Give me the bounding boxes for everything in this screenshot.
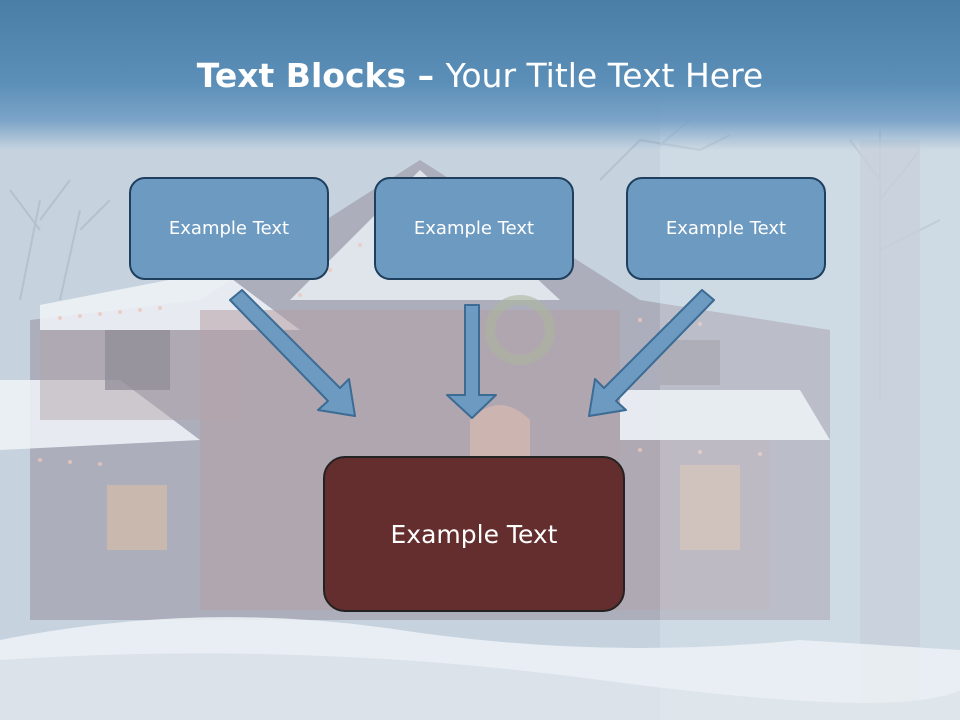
text-block-left-label: Example Text: [168, 218, 290, 239]
title-band: [0, 0, 960, 150]
text-block-right[interactable]: Example Text: [626, 177, 826, 280]
text-block-main[interactable]: Example Text: [323, 456, 625, 612]
text-block-center[interactable]: Example Text: [374, 177, 574, 280]
text-block-right-label: Example Text: [665, 218, 787, 239]
slide-title-separator: –: [406, 56, 446, 95]
text-block-left[interactable]: Example Text: [129, 177, 329, 280]
slide-title: Text Blocks – Your Title Text Here: [0, 52, 960, 100]
slide-title-rest: Your Title Text Here: [445, 56, 764, 95]
text-block-center-label: Example Text: [413, 218, 535, 239]
text-block-main-label: Example Text: [390, 519, 558, 549]
slide-title-bold: Text Blocks: [196, 56, 407, 95]
